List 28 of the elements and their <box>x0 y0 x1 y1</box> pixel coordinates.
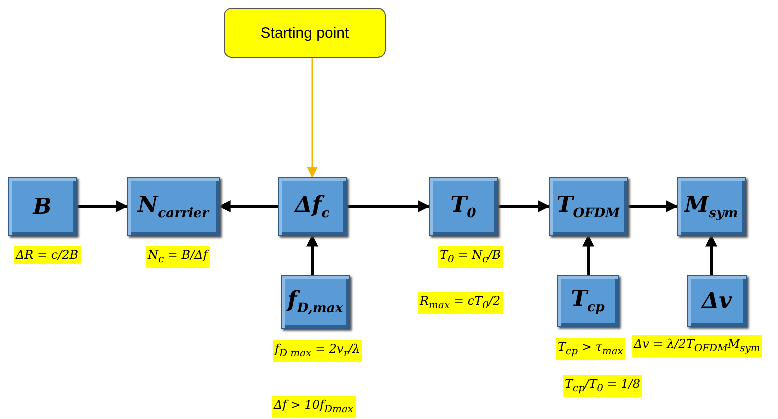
parameter-box: T$_{cp}$ <box>557 275 619 327</box>
arrow <box>77 200 128 212</box>
formula: N$_{c}$ = B/Δf <box>146 246 210 268</box>
arrow <box>306 234 318 275</box>
parameter-box: B <box>8 177 77 236</box>
formula: Δv = λ/2T$_{OFDM}$M$_{sym}$ <box>632 335 762 358</box>
formula: T$_{cp}$/T$_{0}$ = 1/8 <box>563 375 642 398</box>
parameter-box: M$_{sym}$ <box>677 177 746 236</box>
parameter-box: Δf$_{c}$ <box>278 177 347 236</box>
arrow <box>307 58 318 178</box>
arrow <box>498 200 550 212</box>
parameter-box: N$_{carrier}$ <box>127 177 220 236</box>
arrow <box>582 234 594 275</box>
parameter-box: T$_{OFDM}$ <box>549 177 628 236</box>
parameter-box: Δv <box>687 275 747 327</box>
arrow <box>628 200 678 212</box>
parameter-box: f$_{D,max}$ <box>281 275 350 329</box>
formula: R$_{max}$ = cT$_{0}$/2 <box>418 292 503 314</box>
formula: T$_{0}$ = N$_{c}$/B <box>438 246 504 268</box>
arrow <box>706 234 718 275</box>
formula: f$_{D max}$ = 2v$_{r}$/λ <box>273 340 362 362</box>
arrow <box>218 200 278 212</box>
start-box: Starting point <box>224 8 386 58</box>
arrow <box>347 200 430 212</box>
parameter-box: T$_{0}$ <box>429 177 498 236</box>
formula: ΔR = c/2B <box>14 246 81 264</box>
formula: Δf > 10f$_{Dmax}$ <box>272 396 356 418</box>
formula: T$_{cp}$ > τ$_{max}$ <box>556 338 626 360</box>
